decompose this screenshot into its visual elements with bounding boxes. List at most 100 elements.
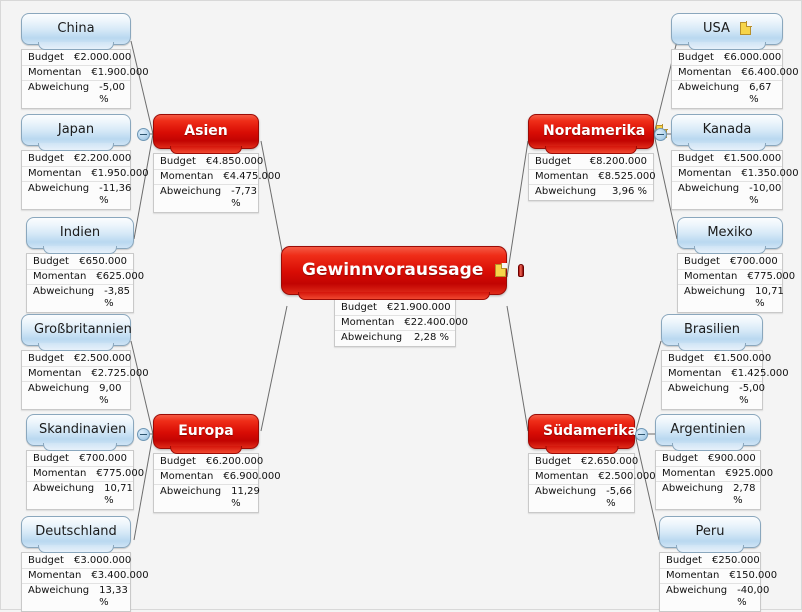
node-kanada-capsule[interactable]: Kanada <box>671 114 783 151</box>
value-budget: €650.000 <box>79 256 127 267</box>
node-china-capsule[interactable]: China <box>21 13 131 50</box>
value-variance: -10,00 % <box>749 183 782 206</box>
node-grossbritannien-values: Budget€2.500.000 Momentan€2.725.000 Abwe… <box>21 350 149 410</box>
label-current: Momentan <box>160 471 214 482</box>
value-row-current: Momentan€1.425.000 <box>662 367 789 382</box>
node-notch <box>694 246 766 254</box>
label-budget: Budget <box>666 555 702 566</box>
value-budget: €2.200.000 <box>73 153 132 164</box>
value-current: €3.400.000 <box>91 570 149 581</box>
value-row-budget: Budget€700.000 <box>27 452 133 467</box>
node-peru-capsule[interactable]: Peru <box>659 516 761 553</box>
node-indien-capsule[interactable]: Indien <box>26 217 134 254</box>
value-row-budget: Budget €2.000.000 <box>22 51 132 66</box>
node-suedamerika-capsule[interactable]: Südamerika <box>528 414 637 454</box>
value-current: €1.425.000 <box>731 368 789 379</box>
node-nordamerika-capsule[interactable]: Nordamerika <box>528 114 669 154</box>
node-deutschland[interactable]: Deutschland Budget€3.000.000 Momentan€3.… <box>21 516 149 612</box>
value-row-budget: Budget€700.000 <box>678 255 782 270</box>
node-suedamerika-values: Budget€2.650.000 Momentan€2.500.000 Abwe… <box>528 453 656 513</box>
value-budget: €250.000 <box>711 555 760 566</box>
node-skandinavien[interactable]: Skandinavien Budget€700.000 Momentan€775… <box>26 414 144 510</box>
label-current: Momentan <box>28 67 82 78</box>
label-budget: Budget <box>33 453 69 464</box>
node-nordamerika-title: Nordamerika <box>543 123 646 139</box>
note-icon[interactable] <box>495 262 508 277</box>
node-europa-capsule[interactable]: Europa <box>153 414 259 454</box>
collapse-toggle-nordamerika[interactable] <box>654 128 667 141</box>
node-notch <box>678 343 746 351</box>
node-asien[interactable]: Asien Budget€4.850.000 Momentan€4.475.00… <box>153 114 281 213</box>
attachment-icon[interactable] <box>518 263 525 277</box>
node-japan[interactable]: Japan Budget€2.200.000 Momentan€1.950.00… <box>21 114 149 210</box>
node-brasilien-capsule[interactable]: Brasilien <box>661 314 763 351</box>
node-mexiko-values: Budget€700.000 Momentan€775.000 Abweichu… <box>677 253 795 313</box>
node-root[interactable]: Gewinnvoraussage Budget€21.900.000 Momen… <box>281 246 525 347</box>
node-root-capsule[interactable]: Gewinnvoraussage <box>281 246 525 300</box>
node-mexiko-capsule[interactable]: Mexiko <box>677 217 783 254</box>
label-current: Momentan <box>678 168 732 179</box>
label-current: Momentan <box>535 171 589 182</box>
node-kanada-title: Kanada <box>702 122 752 137</box>
label-budget: Budget <box>535 156 571 167</box>
node-skandinavien-values: Budget€700.000 Momentan€775.000 Abweichu… <box>26 450 144 510</box>
node-japan-title: Japan <box>57 122 95 137</box>
label-budget: Budget <box>28 52 64 63</box>
node-china[interactable]: China Budget €2.000.000 Momentan€1.900.00… <box>21 13 149 109</box>
node-japan-capsule[interactable]: Japan <box>21 114 131 151</box>
collapse-toggle-europa[interactable] <box>137 428 150 441</box>
collapse-toggle-asien[interactable] <box>137 128 150 141</box>
node-suedamerika[interactable]: Südamerika Budget€2.650.000 Momentan€2.5… <box>528 414 656 513</box>
value-budget: €2.500.000 <box>73 353 132 364</box>
value-row-budget: Budget€4.850.000 <box>154 155 263 170</box>
node-usa[interactable]: USA Budget€6.000.000 Momentan€6.400.000 … <box>671 13 799 109</box>
label-budget: Budget <box>160 156 196 167</box>
node-argentinien-capsule[interactable]: Argentinien <box>655 414 761 451</box>
node-grossbritannien-capsule[interactable]: Großbritannien <box>21 314 132 351</box>
value-row-budget: Budget€6.000.000 <box>672 51 782 66</box>
value-row-budget: Budget€21.900.000 <box>335 301 455 316</box>
node-brasilien[interactable]: Brasilien Budget€1.500.000 Momentan€1.42… <box>661 314 789 410</box>
node-skandinavien-capsule[interactable]: Skandinavien <box>26 414 134 451</box>
value-variance: -7,73 % <box>231 186 258 209</box>
node-notch <box>676 545 744 553</box>
node-kanada[interactable]: Kanada Budget€1.500.000 Momentan€1.350.0… <box>671 114 799 210</box>
node-skandinavien-title: Skandinavien <box>39 422 127 437</box>
node-argentinien-values: Budget€900.000 Momentan€925.000 Abweichu… <box>655 450 773 510</box>
node-indien[interactable]: Indien Budget€650.000 Momentan€625.000 A… <box>26 217 144 313</box>
node-nordamerika[interactable]: Nordamerika Budget€8.200.000 Momentan€8.… <box>528 114 669 201</box>
node-usa-capsule[interactable]: USA <box>671 13 783 50</box>
node-peru[interactable]: Peru Budget€250.000 Momentan€150.000 Abw… <box>659 516 777 612</box>
value-current: €22.400.000 <box>404 317 468 328</box>
value-budget: €700.000 <box>729 256 778 267</box>
label-current: Momentan <box>666 570 720 581</box>
node-asien-capsule[interactable]: Asien <box>153 114 259 154</box>
node-deutschland-capsule[interactable]: Deutschland <box>21 516 131 553</box>
value-current: €8.525.000 <box>598 171 656 182</box>
collapse-toggle-suedamerika[interactable] <box>635 428 648 441</box>
node-grossbritannien[interactable]: Großbritannien Budget€2.500.000 Momentan… <box>21 314 149 410</box>
value-row-budget: Budget€2.500.000 <box>22 352 132 367</box>
node-notch <box>43 443 117 451</box>
node-europa[interactable]: Europa Budget€6.200.000 Momentan€6.900.0… <box>153 414 281 513</box>
value-row-current: Momentan€1.900.000 <box>22 66 149 81</box>
value-budget: €1.500.000 <box>713 353 772 364</box>
value-current: €6.900.000 <box>223 471 281 482</box>
label-current: Momentan <box>535 471 589 482</box>
value-budget: €2.000.000 <box>73 52 132 63</box>
node-mexiko[interactable]: Mexiko Budget€700.000 Momentan€775.000 A… <box>677 217 795 313</box>
node-mexiko-title: Mexiko <box>707 225 753 240</box>
note-icon[interactable] <box>740 21 753 35</box>
value-row-current: Momentan€1.350.000 <box>672 167 799 182</box>
node-europa-values: Budget€6.200.000 Momentan€6.900.000 Abwe… <box>153 453 281 513</box>
node-root-values: Budget€21.900.000 Momentan€22.400.000 Ab… <box>334 299 468 347</box>
label-variance: Abweichung <box>28 585 90 596</box>
node-notch <box>38 143 114 151</box>
node-argentinien[interactable]: Argentinien Budget€900.000 Momentan€925.… <box>655 414 773 510</box>
value-row-budget: Budget€2.200.000 <box>22 152 132 167</box>
